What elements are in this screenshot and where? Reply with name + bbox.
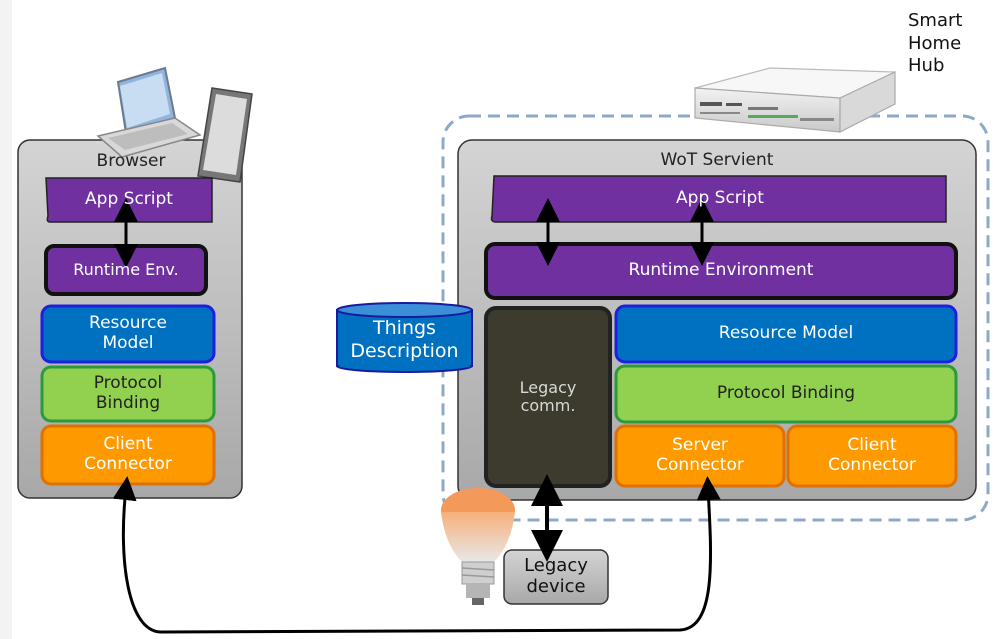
browser-resource-model-box xyxy=(40,304,216,364)
browser-resource-model-line-1: Resource xyxy=(89,313,167,334)
browser-protocol-binding-line-2: Binding xyxy=(95,393,161,413)
servient-resource-model-label: Resource Model xyxy=(718,323,854,344)
left-edge-strip xyxy=(0,0,12,639)
browser-client-connector-line-2: Connector xyxy=(84,454,172,474)
legacy-comm-label: Legacy comm. xyxy=(486,308,610,486)
servient-runtime-box xyxy=(484,242,958,300)
laptop-icon xyxy=(96,66,202,158)
legacy-comm-line-2: comm. xyxy=(520,396,576,415)
servient-client-connector-label: Client Connector xyxy=(788,426,956,486)
browser-runtime-label: Runtime Env. xyxy=(73,259,179,279)
hub-label-line-1: Smart xyxy=(908,10,963,31)
browser-resource-model-line-2: Model xyxy=(102,333,154,353)
browser-title: Browser xyxy=(96,151,166,172)
servient-app-script-box xyxy=(490,175,947,223)
browser-protocol-binding-box xyxy=(40,365,216,423)
client-server-connection xyxy=(112,476,721,634)
legacy-device-label: Legacy device xyxy=(504,550,608,604)
server-connector-line-1: Server xyxy=(672,435,728,456)
servient-client-connector-line-1: Client xyxy=(847,435,897,456)
things-description-line-1: Things xyxy=(373,317,436,340)
servient-client-connector-line-2: Connector xyxy=(828,455,916,475)
hub-label-line-3: Hub xyxy=(908,55,945,76)
hub-label: Smart Home Hub xyxy=(908,10,988,78)
legacy-device-line-1: Legacy xyxy=(524,555,588,577)
server-connector-line-2: Connector xyxy=(656,455,744,475)
servient-resource-model-box xyxy=(614,304,958,364)
servient-client-connector-box xyxy=(786,424,958,488)
browser-app-script-label: App Script xyxy=(85,189,173,210)
legacy-comm-line-1: Legacy xyxy=(519,377,577,397)
hub-label-line-2: Home xyxy=(908,32,962,54)
hub-device-icon xyxy=(694,67,896,133)
server-connector-label: Server Connector xyxy=(616,426,784,486)
tablet-icon xyxy=(197,87,253,183)
browser-protocol-binding-label: Protocol Binding xyxy=(42,367,214,421)
things-description-cylinder xyxy=(336,302,473,373)
servient-title: WoT Servient xyxy=(660,150,774,171)
browser-resource-model-label: Resource Model xyxy=(42,306,214,362)
things-description-line-2: Description xyxy=(350,340,459,362)
browser-client-connector-line-1: Client xyxy=(103,434,153,455)
things-description-label: Things Description xyxy=(337,312,472,368)
browser-protocol-binding-line-1: Protocol xyxy=(93,373,163,394)
browser-client-connector-label: Client Connector xyxy=(42,426,214,484)
servient-protocol-binding-label: Protocol Binding xyxy=(716,383,856,404)
servient-runtime-label: Runtime Environment xyxy=(628,260,814,281)
servient-app-script-label: App Script xyxy=(676,188,764,209)
legacy-device-line-2: device xyxy=(526,576,586,597)
servient-protocol-binding-box xyxy=(614,364,958,424)
